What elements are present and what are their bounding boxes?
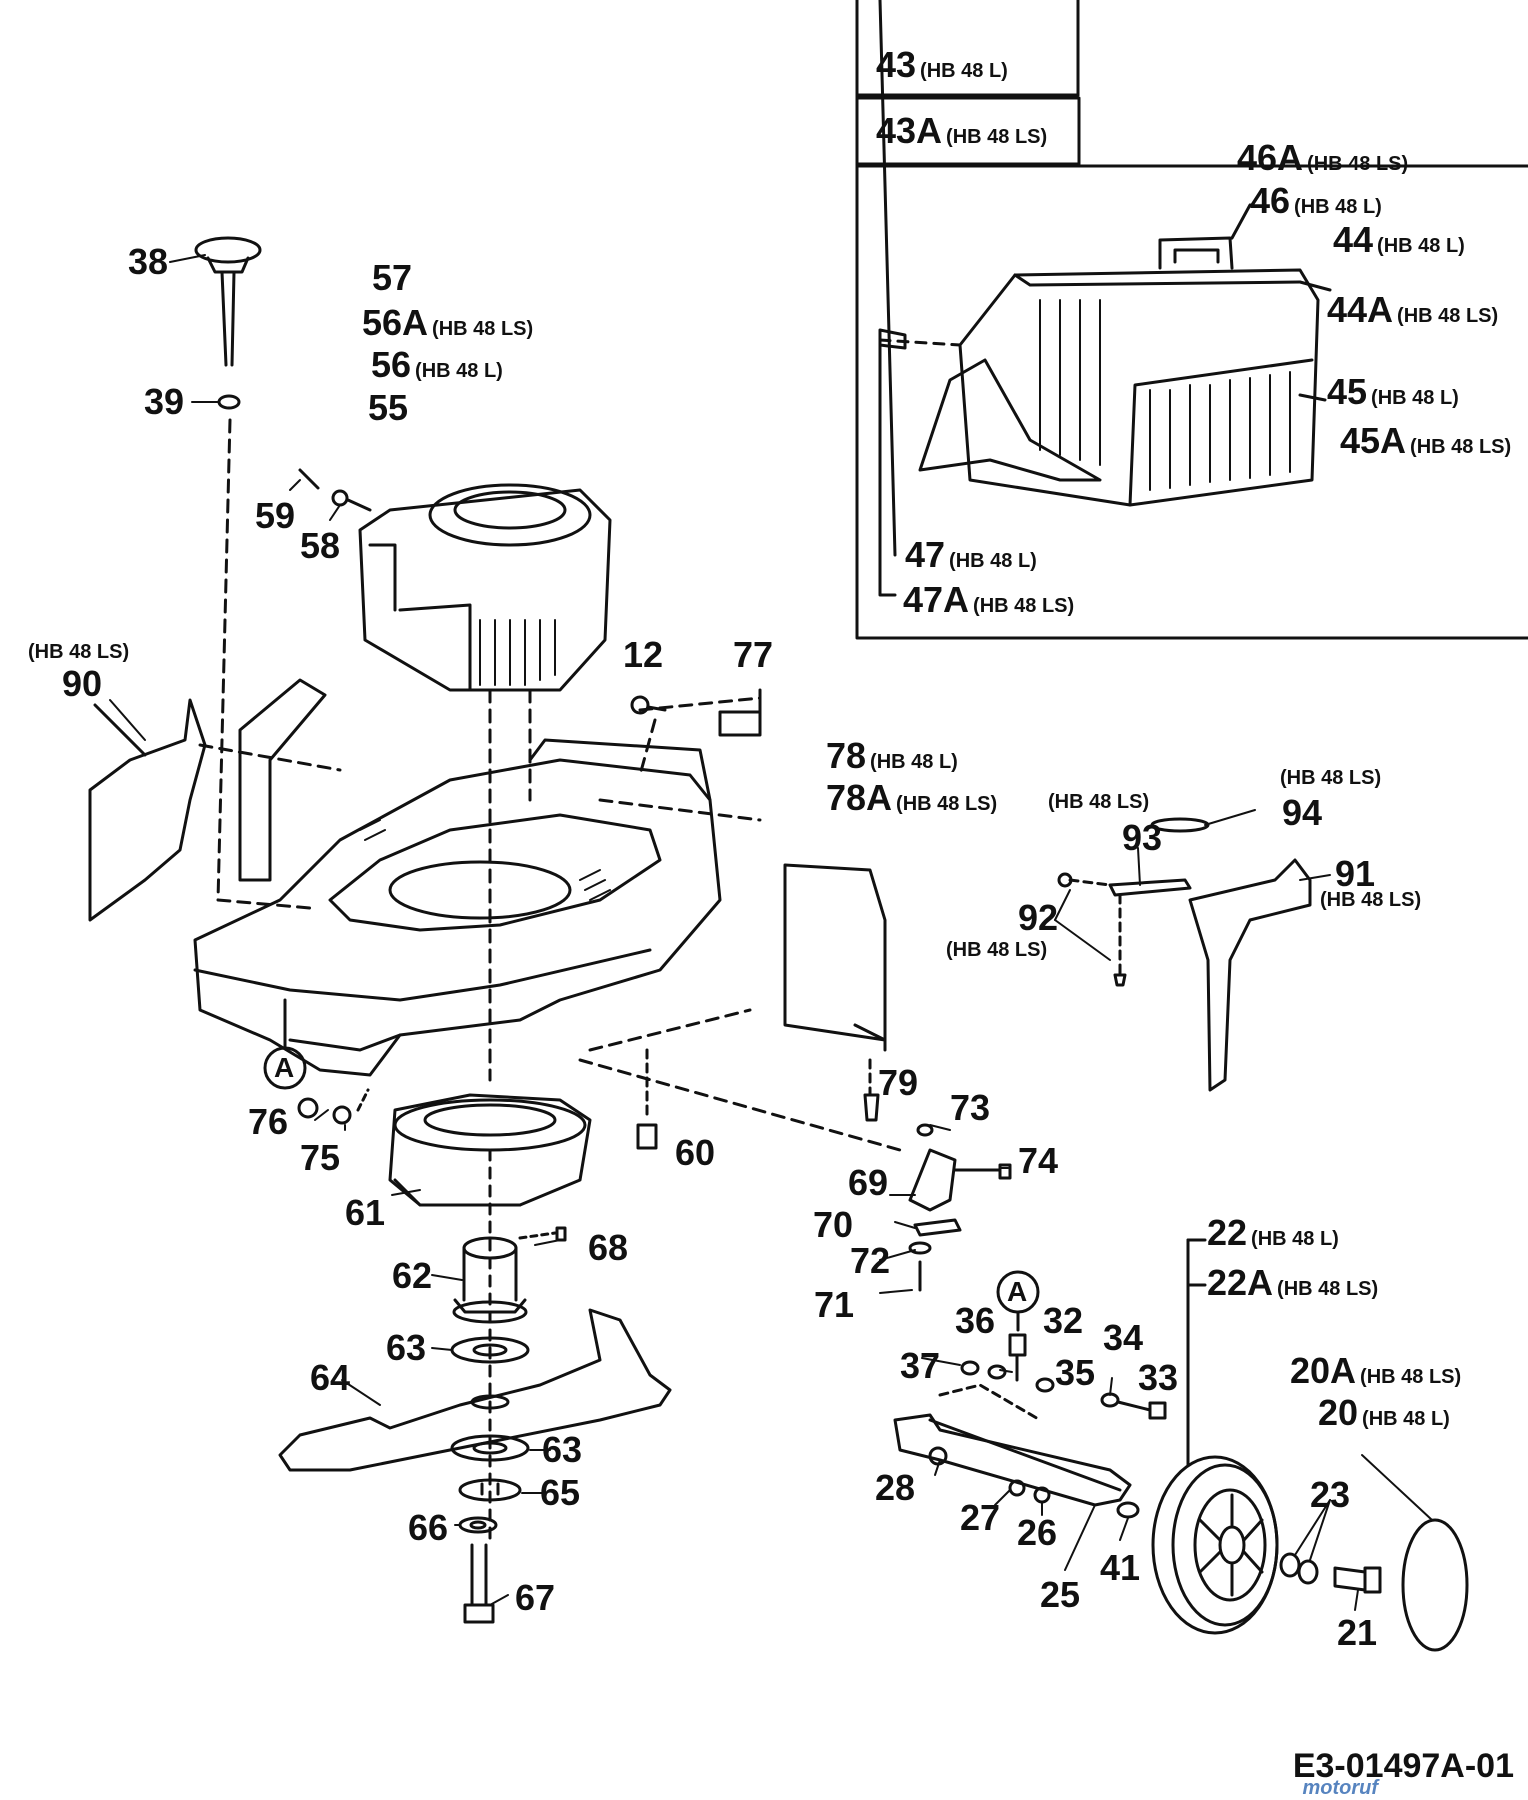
label-43a: 43A(HB 48 LS) — [876, 110, 1048, 151]
label-47a: 47A(HB 48 LS) — [903, 579, 1075, 620]
label-44a: 44A(HB 48 LS) — [1327, 289, 1499, 330]
reference-marker-A — [263, 998, 307, 1090]
label-35: 35 — [1055, 1352, 1096, 1393]
label-23: 23 — [1310, 1474, 1351, 1515]
label-41: 41 — [1100, 1547, 1141, 1588]
washers-75-76 — [297, 1088, 370, 1125]
handle-knob-assembly — [194, 236, 312, 910]
bolt-bracket-12-77 — [630, 688, 762, 737]
leader-lines — [109, 254, 1359, 1611]
hubcap — [1361, 1454, 1469, 1652]
label-78a: 78A(HB 48 LS) — [826, 777, 998, 818]
label-26: 26 — [1017, 1512, 1058, 1553]
label-56a: 56A(HB 48 LS) — [362, 302, 534, 343]
label-56: 56(HB 48 L) — [371, 344, 503, 385]
label-71: 71 — [814, 1284, 855, 1325]
label-43: 43(HB 48 L) — [876, 44, 1008, 85]
label-63-top: 63 — [386, 1327, 427, 1368]
label-32: 32 — [1043, 1300, 1084, 1341]
label-74: 74 — [1018, 1140, 1059, 1181]
label-73: 73 — [950, 1087, 991, 1128]
label-92-note: (HB 48 LS) — [946, 939, 1048, 961]
label-45: 45(HB 48 L) — [1327, 371, 1459, 412]
label-27: 27 — [960, 1497, 1001, 1538]
label-21: 21 — [1337, 1612, 1378, 1653]
label-90-note: (HB 48 LS) — [28, 641, 130, 663]
label-36: 36 — [955, 1300, 996, 1341]
label-38: 38 — [128, 241, 169, 282]
label-46a: 46A(HB 48 LS) — [1237, 137, 1409, 178]
label-65: 65 — [540, 1472, 581, 1513]
label-93: 93 — [1122, 817, 1163, 858]
label-46: 46(HB 48 L) — [1250, 180, 1382, 221]
label-78: 78(HB 48 L) — [826, 735, 958, 776]
label-20a: 20A(HB 48 LS) — [1290, 1350, 1462, 1391]
bolt-60 — [636, 1048, 658, 1150]
label-20: 20(HB 48 L) — [1318, 1392, 1450, 1433]
label-79: 79 — [878, 1062, 919, 1103]
label-59: 59 — [255, 495, 296, 536]
rear-bracket-assembly — [908, 1123, 1012, 1292]
label-76: 76 — [248, 1101, 289, 1142]
label-22a: 22A(HB 48 LS) — [1207, 1262, 1379, 1303]
label-45a: 45A(HB 48 LS) — [1340, 420, 1512, 461]
label-62: 62 — [392, 1255, 433, 1296]
label-70: 70 — [813, 1204, 854, 1245]
label-44: 44(HB 48 L) — [1333, 219, 1465, 260]
label-72: 72 — [850, 1240, 891, 1281]
blade-bolt-67 — [463, 1148, 495, 1624]
label-28: 28 — [875, 1467, 916, 1508]
side-deflector-right — [1057, 817, 1312, 1092]
label-92: 92 — [1018, 897, 1059, 938]
label-67: 67 — [515, 1577, 556, 1618]
wheel-washers-23 — [1279, 1552, 1319, 1585]
reference-marker-A-2 — [996, 1270, 1040, 1332]
label-12: 12 — [623, 634, 664, 675]
engine — [298, 468, 612, 1082]
watermark-logo: motoruf — [1302, 1777, 1378, 1799]
label-39: 39 — [144, 381, 185, 422]
label-A-axle: A — [1007, 1276, 1028, 1307]
label-22: 22(HB 48 L) — [1207, 1212, 1339, 1253]
label-57: 57 — [372, 257, 413, 298]
label-33: 33 — [1138, 1357, 1179, 1398]
label-58: 58 — [300, 525, 341, 566]
label-34: 34 — [1103, 1317, 1144, 1358]
wheel — [1151, 1238, 1279, 1635]
label-90: 90 — [62, 663, 103, 704]
label-37: 37 — [900, 1345, 941, 1386]
label-91-note: (HB 48 LS) — [1320, 889, 1422, 911]
label-75: 75 — [300, 1137, 341, 1178]
wheel-bolt-21 — [1333, 1566, 1382, 1594]
label-66: 66 — [408, 1507, 449, 1548]
label-63-bottom: 63 — [542, 1429, 583, 1470]
label-A-deck: A — [274, 1052, 295, 1083]
drawing-code: E3-01497A-01 — [1292, 1747, 1514, 1785]
rear-flap — [783, 863, 887, 1122]
label-55: 55 — [368, 387, 409, 428]
inset-frame — [855, 0, 1528, 640]
grass-catcher — [878, 0, 1332, 597]
label-69: 69 — [848, 1162, 889, 1203]
label-64: 64 — [310, 1357, 351, 1398]
label-94-note: (HB 48 LS) — [1280, 767, 1382, 789]
label-47: 47(HB 48 L) — [905, 534, 1037, 575]
label-94: 94 — [1282, 792, 1323, 833]
label-60: 60 — [675, 1132, 716, 1173]
label-93-note: (HB 48 LS) — [1048, 791, 1150, 813]
blade-adapter-housing — [388, 1093, 592, 1207]
label-61: 61 — [345, 1192, 386, 1233]
label-68: 68 — [588, 1227, 629, 1268]
label-77: 77 — [733, 634, 774, 675]
label-91: 91 — [1335, 853, 1376, 894]
side-deflector-left — [88, 678, 342, 922]
label-25: 25 — [1040, 1574, 1081, 1615]
